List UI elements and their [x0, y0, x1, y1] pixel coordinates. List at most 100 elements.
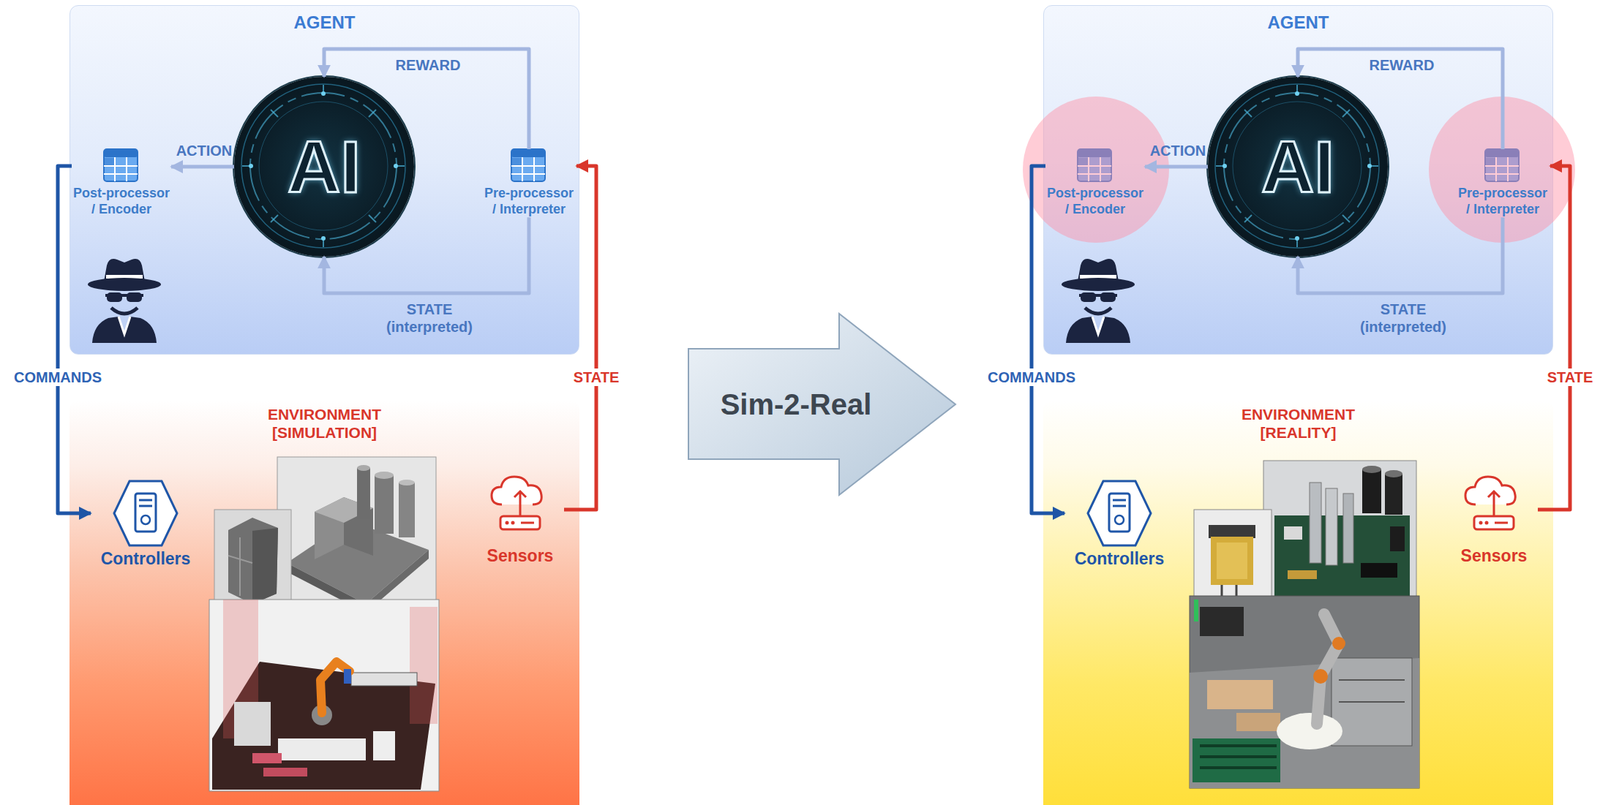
- simulation-render-part: [357, 468, 371, 520]
- reality-photo-part: [1313, 669, 1328, 685]
- reality-photo-part: [1276, 713, 1343, 750]
- connector-arrow: [324, 217, 529, 294]
- panel-title: AGENT: [1043, 12, 1553, 34]
- reality-photo-part: [1325, 488, 1338, 566]
- simulation-render-part: [365, 550, 429, 614]
- panel-title: ENVIRONMENT [REALITY]: [1225, 405, 1372, 442]
- icon-node: Controllers: [90, 480, 201, 570]
- edge-label: REWARD: [1369, 56, 1435, 74]
- reality-photo-part: [1362, 469, 1382, 514]
- icon-node: Sensors: [476, 479, 565, 567]
- icon-node: Pre-processor / Interpreter: [481, 149, 577, 218]
- simulation-render-part: [228, 537, 253, 597]
- panel-box: AGENT AI Post-processor / Encoder Pre-proce…: [69, 5, 580, 355]
- edge-label-holder: STATE (interpreted): [1348, 300, 1459, 336]
- reality-photo-part: [1316, 614, 1339, 725]
- reality-photo-part: [1332, 637, 1346, 651]
- ai-label: AI: [1261, 130, 1335, 204]
- reality-photo: [1189, 460, 1420, 789]
- icon-node: Pre-processor / Interpreter: [1455, 149, 1551, 218]
- simulation-render: [209, 457, 439, 792]
- reality-photo-part: [1199, 607, 1244, 637]
- icon-node: Post-processor / Encoder: [1045, 149, 1145, 218]
- ai-label: AI: [287, 130, 361, 204]
- simulation-render-part: [398, 479, 415, 486]
- highlight-circles-part: [1022, 96, 1170, 243]
- reality-photo-part: [1208, 525, 1256, 539]
- arrow-label: Sim-2-Real: [702, 312, 890, 423]
- simulation-render-part: [351, 673, 418, 687]
- edge-label: STATE: [569, 368, 624, 387]
- reality-photo-part: [1287, 570, 1317, 580]
- connector-arrow: [324, 49, 529, 150]
- connector-arrow: [171, 165, 235, 169]
- panel-box: AGENT AI Post-processor / Encoder Pre-proce…: [1043, 5, 1554, 355]
- simulation-render-part: [286, 520, 429, 605]
- edge-label-holder: ACTION: [176, 141, 233, 160]
- connector-arrow: [1297, 49, 1503, 150]
- panel-box: ENVIRONMENT [SIMULATION] Controllers Senso…: [69, 400, 580, 805]
- simulation-render-part: [228, 517, 279, 605]
- panel-title: AGENT: [70, 12, 579, 34]
- connector-arrow: [564, 166, 597, 510]
- reality-photo-part: [1274, 596, 1410, 611]
- reality-photo-part: [1338, 680, 1405, 703]
- simulation-render-part: [314, 497, 344, 560]
- reality-photo-part: [1236, 713, 1281, 732]
- connector-arrow: [57, 166, 91, 514]
- reality-photo-part: [1283, 526, 1303, 540]
- reality-photo-part: [1360, 563, 1398, 578]
- edge-label: COMMANDS: [983, 368, 1080, 387]
- reality-photo-part: [1331, 658, 1412, 747]
- edge-label: STATE: [1543, 368, 1598, 387]
- connector-arrow: [1297, 217, 1503, 294]
- edge-label-holder: REWARD: [1369, 56, 1435, 74]
- edge-label-holder: STATE: [569, 368, 624, 387]
- ai-circle: AI: [234, 76, 415, 257]
- transition-arrow: Sim-2-Real: [687, 312, 957, 497]
- reality-photo-part: [1207, 680, 1273, 710]
- edge-label-holder: STATE: [1543, 368, 1598, 387]
- node-label: Pre-processor / Interpreter: [481, 185, 577, 218]
- simulation-render-part: [357, 465, 371, 472]
- connector-arrow: [1537, 166, 1571, 510]
- simulation-render-part: [374, 475, 394, 535]
- simulation-render-part: [286, 563, 366, 614]
- simulation-render-part: [263, 768, 308, 777]
- simulation-render-part: [209, 599, 439, 792]
- reality-photo-part: [1189, 596, 1420, 789]
- simulation-render-part: [252, 753, 282, 764]
- panel-box: ENVIRONMENT [REALITY]ControllersSensors: [1043, 400, 1554, 805]
- edge-label-holder: COMMANDS: [10, 368, 106, 387]
- simulation-render-part: [343, 669, 352, 685]
- reality-photo-part: [1362, 466, 1382, 474]
- edge-label-holder: REWARD: [395, 56, 461, 74]
- reality-photo-part: [1189, 658, 1420, 789]
- node-label: Controllers: [90, 549, 201, 570]
- simulation-render-part: [214, 509, 292, 608]
- panel-title: ENVIRONMENT [SIMULATION]: [251, 405, 398, 442]
- reality-photo-part: [1390, 526, 1405, 552]
- reality-photo-part: [1210, 536, 1254, 586]
- edge-label-holder: ACTION: [1150, 141, 1207, 160]
- simulation-render-part: [277, 457, 437, 621]
- simulation-render-part: [398, 482, 415, 538]
- node-label: Post-processor / Encoder: [1045, 185, 1145, 218]
- reality-photo-part: [1192, 738, 1281, 783]
- simulation-render-part: [374, 471, 394, 480]
- simulation-render-part: [320, 662, 350, 714]
- reality-photo-part: [1343, 493, 1354, 564]
- connector-arrow: [1144, 165, 1208, 169]
- edge-label: STATE (interpreted): [1348, 300, 1459, 336]
- right-symbols: [1061, 84, 1519, 546]
- simulation-render-part: [409, 607, 438, 725]
- icon-node: Post-processor / Encoder: [71, 149, 172, 218]
- simulation-render-part: [212, 662, 436, 791]
- simulation-render-part: [234, 702, 271, 747]
- reality-photo-part: [1263, 460, 1417, 619]
- node-label: Controllers: [1064, 549, 1175, 570]
- edge-label: ACTION: [1150, 141, 1207, 160]
- simulation-render-part: [223, 599, 259, 739]
- node-label: Post-processor / Encoder: [71, 185, 172, 218]
